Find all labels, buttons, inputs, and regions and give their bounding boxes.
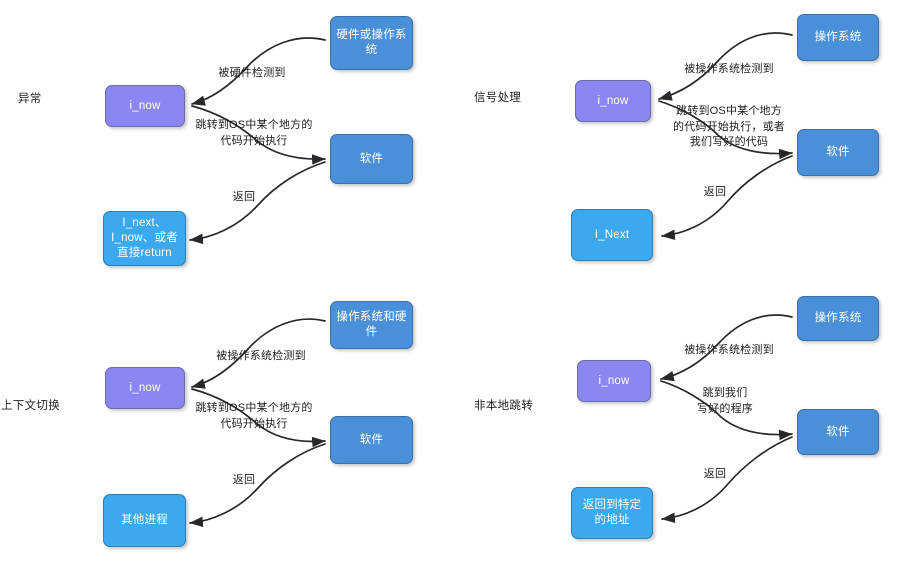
node-label: 硬件或操作系统 (336, 29, 407, 56)
quadrant-context-switch: 上下文切换 i_now 操作系统和硬件 软件 其他进程 被操作系统检测到 跳转到… (0, 291, 454, 582)
edge-label-back-nonlocal-jump: 返回 (703, 468, 727, 480)
node-label: i_now (129, 381, 161, 394)
node-label: 操作系统 (814, 31, 862, 43)
node-i-now-signal[interactable]: i_now (575, 80, 651, 122)
edge-label-detect-context-switch: 被操作系统检测到 (216, 350, 306, 362)
edge-label-back-signal: 返回 (703, 186, 727, 198)
quadrant-signal: 信号处理 i_now 操作系统 软件 I_Next 被操作系统检测到 跳转到OS… (455, 0, 909, 291)
quadrant-caption-signal: 信号处理 (474, 92, 522, 104)
edge-label-jump-signal: 跳转到OS中某个地方 的代码开始执行，或者 我们写好的代码 (673, 105, 785, 148)
node-label: i_now (597, 94, 629, 107)
quadrant-nonlocal-jump: 非本地跳转 i_now 操作系统 软件 返回到特定 的地址 被操作系统检测到 跳… (455, 291, 909, 582)
edge-label-back-exception: 返回 (232, 191, 256, 203)
quadrant-caption-context-switch: 上下文切换 (1, 400, 60, 412)
node-i-now-context-switch[interactable]: i_now (105, 367, 185, 409)
node-label: 软件 (826, 146, 850, 158)
edge-label-jump-nonlocal-jump: 跳到我们 写好的程序 (697, 387, 753, 415)
node-label: 软件 (359, 433, 384, 446)
node-label: i_now (129, 99, 161, 112)
node-label: 其他进程 (121, 514, 168, 526)
node-target-context-switch[interactable]: 其他进程 (103, 494, 186, 547)
node-target-nonlocal-jump[interactable]: 返回到特定 的地址 (571, 487, 653, 539)
quadrant-exception: 异常 i_now 硬件或操作系统 软件 I_next、 I_now、或者 直接r… (0, 0, 454, 291)
node-handler-signal[interactable]: 软件 (797, 129, 879, 176)
node-label: I_Next (594, 228, 630, 241)
edge-label-detect-exception: 被硬件检测到 (218, 67, 286, 79)
node-label: 操作系统和硬件 (336, 311, 407, 338)
quadrant-caption-nonlocal-jump: 非本地跳转 (474, 400, 533, 412)
node-label: I_next、 I_now、或者 直接return (111, 217, 178, 259)
node-source-exception[interactable]: 硬件或操作系统 (330, 16, 413, 70)
node-handler-exception[interactable]: 软件 (330, 134, 413, 184)
node-label: 软件 (359, 152, 384, 165)
node-target-signal[interactable]: I_Next (571, 209, 653, 261)
edge-label-jump-exception: 跳转到OS中某个地方的 代码开始执行 (195, 119, 313, 147)
node-label: 返回到特定 的地址 (582, 499, 642, 526)
node-source-context-switch[interactable]: 操作系统和硬件 (330, 301, 413, 349)
node-label: 操作系统 (814, 312, 862, 324)
edge-label-jump-context-switch: 跳转到OS中某个地方的 代码开始执行 (195, 402, 313, 430)
node-source-signal[interactable]: 操作系统 (797, 14, 879, 61)
node-label: 软件 (826, 425, 850, 438)
node-i-now-nonlocal-jump[interactable]: i_now (577, 360, 651, 402)
node-label: i_now (598, 374, 630, 387)
quadrant-caption-exception: 异常 (18, 93, 42, 105)
node-handler-nonlocal-jump[interactable]: 软件 (797, 409, 879, 455)
node-source-nonlocal-jump[interactable]: 操作系统 (797, 296, 879, 341)
edge-label-detect-signal: 被操作系统检测到 (684, 63, 774, 75)
node-i-now-exception[interactable]: i_now (105, 85, 185, 127)
node-handler-context-switch[interactable]: 软件 (330, 416, 413, 464)
edge-label-back-context-switch: 返回 (232, 474, 256, 486)
edge-label-detect-nonlocal-jump: 被操作系统检测到 (684, 344, 774, 356)
node-target-exception[interactable]: I_next、 I_now、或者 直接return (103, 211, 186, 266)
